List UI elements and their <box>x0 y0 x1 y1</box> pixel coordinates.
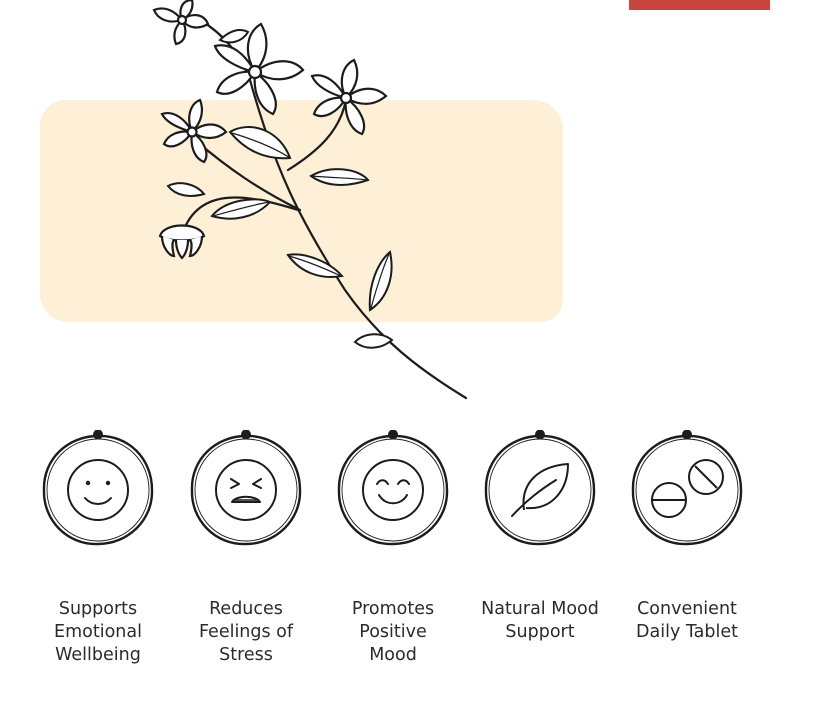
leaf-icon <box>511 463 569 517</box>
feature-label-line: Support <box>505 622 575 642</box>
feature-label-line: Emotional <box>54 622 142 642</box>
cream-panel <box>40 100 563 322</box>
feature-badge <box>482 430 598 548</box>
smile-face-icon <box>67 459 129 521</box>
feature-label-line: Natural Mood <box>481 599 599 619</box>
feature-label-line: Positive <box>359 622 427 642</box>
feature-label-line: Reduces <box>209 599 283 619</box>
feature-label-line: Supports <box>58 599 138 619</box>
feature-badge <box>335 430 451 548</box>
stressed-face-icon <box>215 459 277 521</box>
feature-badge <box>188 430 304 548</box>
feature-label-line: Wellbeing <box>55 645 141 665</box>
feature-label-line: Convenient <box>637 599 737 619</box>
happy-face-icon <box>362 459 424 521</box>
feature-badge <box>629 430 745 548</box>
tablets-icon <box>651 459 724 518</box>
feature-label-line: Promotes <box>351 599 435 619</box>
accent-bar <box>629 0 770 10</box>
feature-label-line: Daily Tablet <box>636 622 738 642</box>
feature-badge <box>40 430 156 548</box>
feature-label-line: Feelings of <box>198 622 294 642</box>
feature-label-line: Stress <box>219 645 273 665</box>
flower-branch-illustration <box>152 0 468 400</box>
feature-label-line: Mood <box>369 645 417 665</box>
